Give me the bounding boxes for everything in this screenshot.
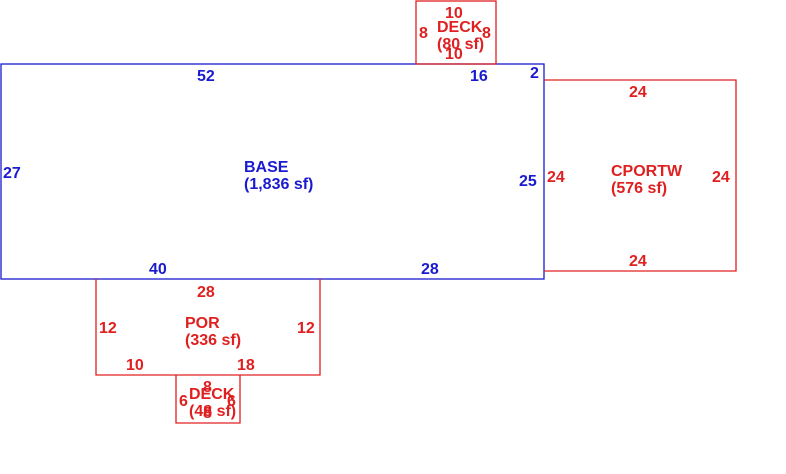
- deck-bottom-dim-top: 8: [203, 379, 212, 396]
- por-outline: [95, 279, 321, 376]
- deck-top-dim-top: 10: [445, 5, 463, 22]
- cportw-outline: [544, 79, 737, 272]
- deck-bottom-dim-bottom: 8: [203, 405, 212, 422]
- deck-bottom-dim-right: 6: [227, 393, 236, 410]
- por-dim-bottom-right: 18: [237, 357, 255, 374]
- deck-top-dim-right: 8: [482, 25, 491, 42]
- base-dim-top-left: 52: [197, 68, 215, 85]
- por-dim-top: 28: [197, 284, 215, 301]
- base-dim-right: 25: [519, 173, 537, 190]
- base-dim-notch: 2: [530, 65, 539, 82]
- por-dim-left: 12: [99, 320, 117, 337]
- cportw-dim-top: 24: [629, 84, 647, 101]
- deck-top-name: DECK: [437, 19, 483, 36]
- base-dim-bottom-left: 40: [149, 261, 167, 278]
- base-dim-top-right: 16: [470, 68, 488, 85]
- deck-bottom-outline: [175, 375, 241, 424]
- deck-top-outline: [415, 0, 497, 65]
- base-outline: [0, 63, 545, 280]
- cportw-name: CPORTW: [611, 163, 683, 180]
- deck-top-area: (80 sf): [437, 36, 484, 53]
- deck-bottom-area: (48 sf): [189, 403, 236, 420]
- base-area: (1,836 sf): [244, 176, 313, 193]
- deck-top-dim-bottom: 10: [445, 46, 463, 63]
- cportw-dim-right: 24: [712, 169, 730, 186]
- por-name: POR: [185, 315, 220, 332]
- base-dim-left: 27: [3, 165, 21, 182]
- deck-bottom-dim-left: 6: [179, 393, 188, 410]
- por-area: (336 sf): [185, 332, 241, 349]
- cportw-area: (576 sf): [611, 180, 667, 197]
- base-dim-bottom-right: 28: [421, 261, 439, 278]
- por-dim-right: 12: [297, 320, 315, 337]
- por-dim-bottom-left: 10: [126, 357, 144, 374]
- cportw-dim-left: 24: [547, 169, 565, 186]
- cportw-dim-bottom: 24: [629, 253, 647, 270]
- base-name: BASE: [244, 159, 289, 176]
- deck-top-dim-left: 8: [419, 25, 428, 42]
- deck-bottom-name: DECK: [189, 386, 235, 403]
